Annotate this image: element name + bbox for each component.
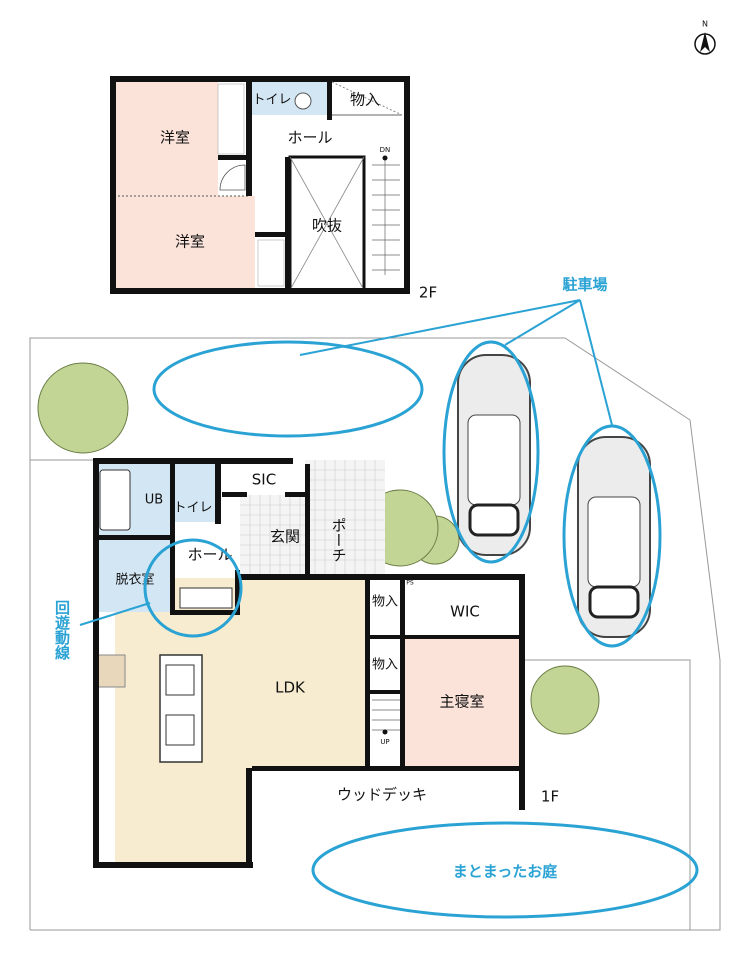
room-western-2: 洋室 [175,233,205,251]
north-compass-icon: N [694,20,716,55]
room-bath: UB [145,493,163,508]
room-ldk: LDK [275,679,306,697]
floor-1-plan: UB トイレ SIC ホール 玄関 ポーチ 脱衣室 LDK 物入 物入 WIC … [93,458,559,868]
room-storage-2f: 物入 [350,91,380,109]
ps-label: PS [406,580,414,587]
car-2-highlight [562,424,662,648]
room-wic: WIC [450,603,480,621]
room-master-bedroom: 主寝室 [439,693,484,711]
room-sic: SIC [252,471,276,489]
circulation-highlight [143,538,243,638]
room-toilet-2f: トイレ [252,93,291,108]
compass-label: N [702,20,708,29]
parking-area-highlight [152,340,424,438]
room-atrium: 吹抜 [312,217,342,235]
room-hall-2f: ホール [287,129,332,147]
room-storage-2: 物入 [372,658,398,673]
stairs-up-label: UP [380,738,389,746]
circulation-label: 回遊動線 [53,600,71,661]
wood-deck: ウッドデッキ [337,786,427,804]
room-entrance: 玄関 [270,528,300,546]
garden-label: まとまったお庭 [453,863,558,881]
annotations [79,299,699,919]
room-western-1: 洋室 [160,129,190,147]
room-porch: ポーチ [330,518,348,563]
car-1-highlight [442,340,540,564]
car-icon [457,354,531,556]
floor-2-plan: 洋室 洋室 トイレ 物入 ホール 吹抜 DN 2F [110,76,437,302]
garden-highlight [311,821,699,919]
stairs-down-label: DN [380,146,391,154]
parking-label: 駐車場 [562,276,607,294]
floor-2-label: 2F [419,284,437,302]
car-icon [577,436,651,638]
room-storage-1: 物入 [372,595,398,610]
site-boundary [29,337,721,931]
floor-1-label: 1F [541,788,559,806]
room-toilet-1f: トイレ [173,501,212,516]
